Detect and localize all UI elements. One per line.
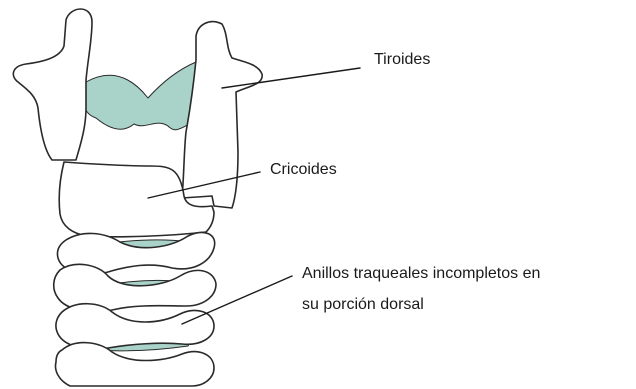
label-cricoid: Cricoides: [270, 160, 337, 180]
label-tracheal-rings-line1: Anillos traqueales incompletos en: [302, 264, 540, 284]
label-thyroid: Tiroides: [374, 50, 430, 70]
thyroid-left-lamina: [13, 9, 92, 160]
thyroid-membrane: [84, 62, 198, 130]
thyroid-right-lamina: [182, 22, 262, 208]
label-tracheal-rings-line2: su porción dorsal: [302, 295, 424, 315]
